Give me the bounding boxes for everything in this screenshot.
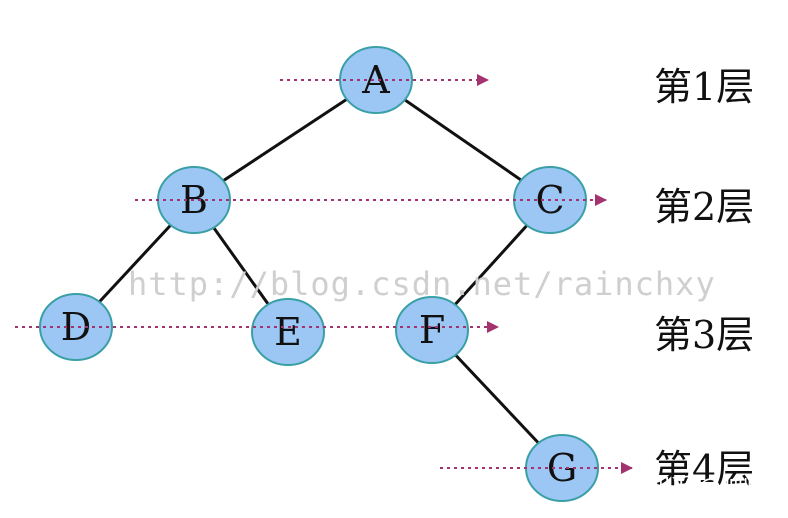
node-circle (251, 298, 325, 366)
level-label-4: 第4层 (654, 447, 754, 491)
node-label: F (419, 308, 445, 352)
credit-text: 知乎 @帅帅 (648, 475, 765, 500)
edge-a-b (193, 78, 377, 202)
level-label-2: 第2层 (654, 185, 754, 229)
level-label-3: 第3层 (654, 313, 754, 357)
credit-watermark: 知乎 @帅帅 (648, 475, 765, 500)
node-f: F (395, 296, 469, 364)
level-traversal-arrows (15, 74, 633, 474)
level-label-1: 第1层 (654, 65, 754, 109)
node-label: E (274, 310, 302, 354)
node-circle (339, 46, 413, 114)
node-e: E (251, 298, 325, 366)
node-circle (395, 296, 469, 364)
node-circle (39, 293, 113, 361)
watermark-text: http://blog.csdn.net/rainchxy (128, 265, 716, 303)
